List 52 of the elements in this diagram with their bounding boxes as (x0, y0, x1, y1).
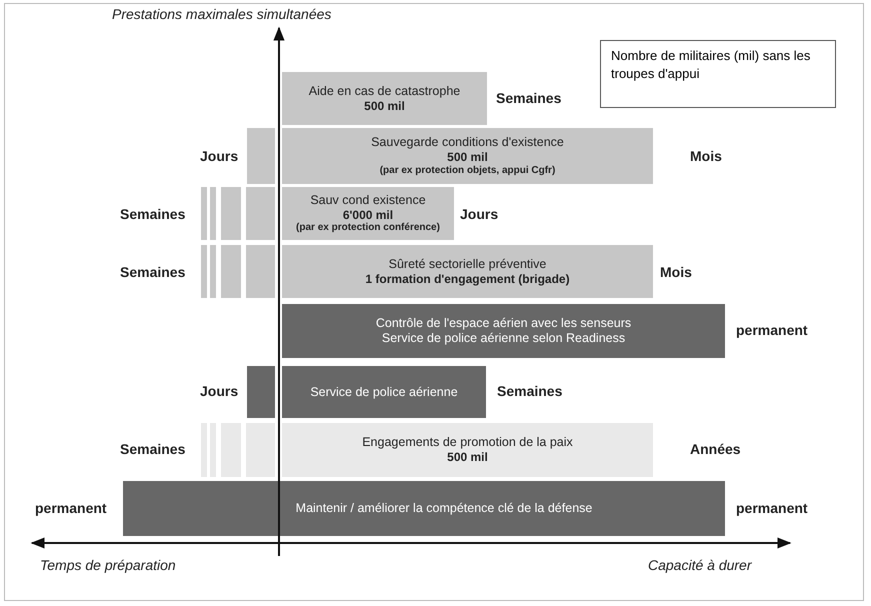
preparation-segment (201, 187, 207, 240)
preparation-segment (246, 245, 275, 298)
note-box (600, 40, 836, 108)
capability-bar (282, 366, 486, 418)
note-text: Nombre de militaires (mil) sans les troupes d'appui (611, 48, 810, 81)
troop-count: 500 mil (447, 150, 488, 165)
example-note: (par ex protection objets, appui Cgfr) (380, 164, 556, 177)
duration-label: Semaines (120, 264, 186, 280)
duration-label: permanent (736, 322, 808, 338)
preparation-segment (201, 245, 207, 298)
troop-count: 6'000 mil (342, 208, 394, 222)
duration-label: Semaines (496, 90, 562, 106)
bar-title: Aide en cas de catastrophe (308, 84, 460, 99)
axis-title: Prestations maximales simultanées (112, 6, 332, 22)
duration-label: Semaines (497, 383, 562, 399)
duration-label: Jours (200, 148, 238, 164)
capability-bar (282, 245, 653, 298)
troop-count: 1 formation d'engagement (brigade) (365, 272, 570, 286)
preparation-segment (210, 245, 216, 298)
axis-title: Temps de préparation (40, 557, 176, 573)
duration-label: Semaines (120, 441, 186, 457)
duration-label: Années (690, 441, 741, 457)
bar-title: Service de police aérienne (310, 384, 458, 400)
preparation-segment (246, 187, 275, 240)
bar-title: Sauvegarde conditions d'existence (371, 135, 564, 150)
bar-title: Service de police aérienne selon Readiness (382, 331, 626, 346)
capability-bar (282, 304, 725, 358)
preparation-segment (247, 128, 275, 184)
example-note: (par ex protection conférence) (296, 222, 440, 234)
capability-bar (282, 187, 454, 240)
axis-title: Capacité à durer (648, 557, 752, 573)
duration-label: permanent (35, 500, 107, 516)
bar-title: Maintenir / améliorer la compétence clé de la défense (296, 501, 592, 516)
troop-count: 500 mil (364, 98, 405, 114)
duration-label: Semaines (120, 206, 186, 222)
preparation-segment (221, 187, 241, 240)
troop-count: 500 mil (447, 450, 488, 465)
preparation-segment (221, 245, 241, 298)
bar-title: Contrôle de l'espace aérien avec les senseurs (376, 316, 632, 331)
duration-label: permanent (736, 500, 808, 516)
preparation-segment (210, 187, 216, 240)
capability-bar (282, 128, 653, 184)
bar-title: Sauv cond existence (310, 192, 426, 208)
capability-bar (123, 481, 725, 536)
capability-bar (282, 72, 487, 125)
duration-label: Mois (660, 264, 692, 280)
preparation-segment (247, 366, 275, 418)
duration-label: Jours (200, 383, 238, 399)
duration-label: Jours (460, 206, 498, 222)
duration-label: Mois (690, 148, 722, 164)
bar-title: Engagements de promotion de la paix (362, 435, 573, 450)
bar-title: Sûreté sectorielle préventive (388, 256, 546, 272)
